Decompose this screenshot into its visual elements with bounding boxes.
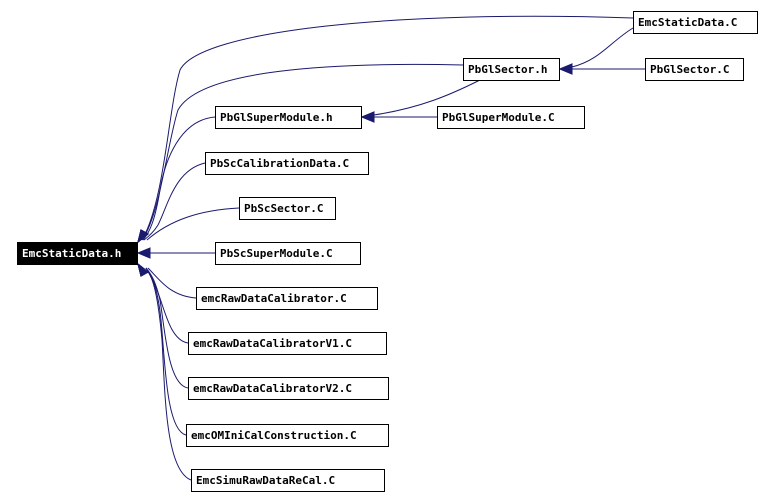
edge-line <box>141 15 634 241</box>
node-emcominicalconstruction-c[interactable]: emcOMIniCalConstruction.C <box>186 424 389 447</box>
node-label: PbScCalibrationData.C <box>210 157 349 170</box>
edge-pbscsector-c-to-emcstaticdata-h <box>137 207 240 244</box>
edge-pbscsupermodule-c-to-emcstaticdata-h <box>136 247 215 259</box>
node-box <box>188 332 387 355</box>
nodes-layer: EmcStaticData.h EmcStaticData.C PbGlSector… <box>17 11 758 492</box>
edge-line <box>145 267 192 481</box>
node-emcstaticdata-c[interactable]: EmcStaticData.C <box>633 11 758 34</box>
edge-emcominicalconstruction-c-to-emcstaticdata-h <box>137 262 187 436</box>
node-box <box>239 197 336 220</box>
node-box <box>215 106 362 129</box>
arrowhead-icon <box>136 247 151 259</box>
edge-emcstaticdata-c-to-emcstaticdata-h <box>137 15 634 244</box>
arrowhead-icon <box>137 262 149 277</box>
node-emcsimurawdatarecal-c[interactable]: EmcSimuRawDataReCal.C <box>191 469 385 492</box>
node-label: EmcStaticData.C <box>638 16 737 29</box>
edges-layer <box>136 15 645 481</box>
node-box <box>17 242 138 265</box>
node-pbsccalibrationdata-c[interactable]: PbScCalibrationData.C <box>205 152 369 175</box>
node-label: EmcStaticData.h <box>22 247 121 260</box>
node-box <box>205 152 369 175</box>
edge-line <box>142 116 216 241</box>
edge-line <box>145 267 187 436</box>
node-box <box>196 287 378 310</box>
edge-line <box>147 267 197 299</box>
node-emcrawdatacalibratorv2-c[interactable]: emcRawDataCalibratorV2.C <box>188 377 389 400</box>
node-pbglsupermodule-h[interactable]: PbGlSuperModule.h <box>215 106 362 129</box>
edge-emcrawdatacalibratorv2-c-to-emcstaticdata-h <box>137 262 189 389</box>
node-box <box>191 469 385 492</box>
node-label: PbScSector.C <box>244 202 323 215</box>
node-box <box>633 11 758 34</box>
node-pbscsector-c[interactable]: PbScSector.C <box>239 197 336 220</box>
node-box <box>463 58 560 81</box>
node-pbglsupermodule-c[interactable]: PbGlSuperModule.C <box>437 106 585 129</box>
node-label: emcRawDataCalibratorV2.C <box>193 382 352 395</box>
node-pbglsector-h[interactable]: PbGlSector.h <box>463 58 560 81</box>
node-label: PbScSuperModule.C <box>220 247 333 260</box>
node-label: EmcSimuRawDataReCal.C <box>196 474 335 487</box>
node-emcrawdatacalibratorv1-c[interactable]: emcRawDataCalibratorV1.C <box>188 332 387 355</box>
edge-line <box>571 27 634 68</box>
arrowhead-icon <box>137 229 149 244</box>
node-box <box>437 106 585 129</box>
node-box <box>188 377 389 400</box>
edge-emcrawdatacalibratorv1-c-to-emcstaticdata-h <box>137 262 189 344</box>
edge-pbglsector-c-to-pbglsector-h <box>558 63 645 75</box>
node-pbscsupermodule-c[interactable]: PbScSuperModule.C <box>215 242 361 265</box>
arrowhead-icon <box>360 111 375 123</box>
node-box <box>186 424 389 447</box>
node-label: PbGlSector.h <box>468 63 547 76</box>
node-label: PbGlSuperModule.h <box>220 111 333 124</box>
edge-line <box>145 267 189 389</box>
node-emcstaticdata-h[interactable]: EmcStaticData.h <box>17 242 138 265</box>
node-pbglsector-c[interactable]: PbGlSector.C <box>645 58 744 81</box>
node-label: emcOMIniCalConstruction.C <box>191 429 357 442</box>
node-box <box>215 242 361 265</box>
node-label: PbGlSector.C <box>650 63 729 76</box>
arrowhead-icon <box>558 63 573 75</box>
edge-pbglsupermodule-c-to-pbglsupermodule-h <box>360 111 437 123</box>
node-emcrawdatacalibrator-c[interactable]: emcRawDataCalibrator.C <box>196 287 378 310</box>
edge-emcsimurawdatarecal-c-to-emcstaticdata-h <box>137 262 192 481</box>
node-box <box>645 58 744 81</box>
node-label: emcRawDataCalibratorV1.C <box>193 337 352 350</box>
node-label: emcRawDataCalibrator.C <box>201 292 347 305</box>
node-label: PbGlSuperModule.C <box>442 111 555 124</box>
edge-line <box>143 162 206 241</box>
edge-line <box>373 79 481 116</box>
edge-line <box>146 207 240 241</box>
